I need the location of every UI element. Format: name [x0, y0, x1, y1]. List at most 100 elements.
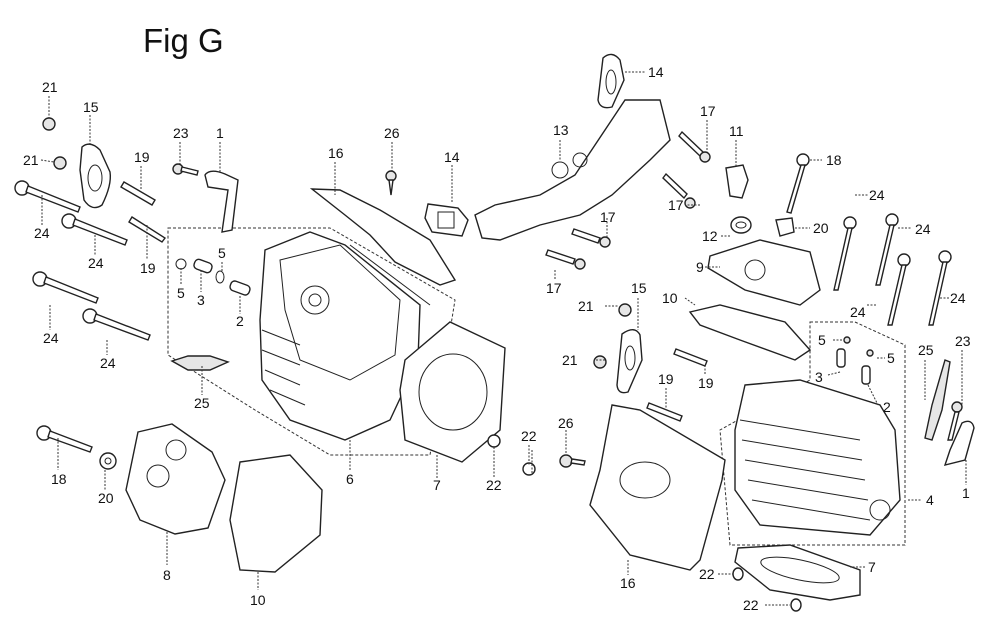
insulator-gasket-15[interactable] [79, 143, 112, 209]
bolt-24-right-c[interactable] [887, 253, 911, 326]
callout-21: 21 [562, 352, 578, 368]
callout-24: 24 [869, 187, 885, 203]
clip-5[interactable] [175, 258, 187, 270]
pin-2[interactable] [229, 280, 251, 296]
callout-17: 17 [546, 280, 562, 296]
callout-16: 16 [328, 145, 344, 161]
nut-21[interactable] [42, 117, 56, 131]
callout-22: 22 [521, 428, 537, 444]
washer-20-right[interactable] [775, 217, 795, 237]
spark-plug-25-right[interactable] [924, 359, 951, 441]
callout-21: 21 [42, 79, 58, 95]
bolt-24b[interactable] [61, 213, 128, 246]
bracket-1[interactable] [204, 170, 239, 233]
callout-5: 5 [818, 332, 826, 348]
clip-5b[interactable] [215, 270, 225, 284]
dowel-22-right-c[interactable] [790, 598, 802, 612]
leader-lines [40, 71, 967, 606]
bolt-26[interactable] [385, 170, 397, 196]
callout-13: 13 [553, 122, 569, 138]
bracket-1-right[interactable] [943, 420, 975, 466]
callout-15: 15 [83, 99, 99, 115]
callout-26: 26 [558, 415, 574, 431]
bolt-17d[interactable] [545, 249, 586, 270]
callout-5: 5 [177, 285, 185, 301]
callout-20: 20 [813, 220, 829, 236]
head-gasket-7-right[interactable] [734, 544, 861, 601]
bolt-18[interactable] [36, 425, 93, 453]
callout-14: 14 [648, 64, 664, 80]
clip-5-right[interactable] [843, 336, 851, 344]
callout-15: 15 [631, 280, 647, 296]
callout-25: 25 [194, 395, 210, 411]
gasket-14-right[interactable] [597, 53, 625, 109]
callout-25: 25 [918, 342, 934, 358]
oil-filler-cap-11[interactable] [725, 164, 749, 199]
insulator-gasket-15-right[interactable] [616, 329, 643, 394]
bolt-26-right[interactable] [559, 454, 586, 468]
dowel-22[interactable] [487, 434, 501, 448]
bolt-23-right[interactable] [947, 401, 963, 441]
cover-gasket-10-right[interactable] [688, 304, 812, 361]
nut-21-right-b[interactable] [593, 355, 607, 369]
callout-22: 22 [699, 566, 715, 582]
callout-23: 23 [173, 125, 189, 141]
callout-18: 18 [51, 471, 67, 487]
bolt-24-right[interactable] [833, 216, 857, 291]
head-cover-9[interactable] [707, 239, 821, 306]
cylinder-head-6[interactable] [259, 231, 431, 441]
stud-19-right-b[interactable] [646, 402, 683, 422]
intake-manifold-13[interactable] [474, 99, 671, 241]
bolt-24c[interactable] [32, 271, 99, 304]
stud-19[interactable] [120, 181, 156, 206]
callout-24: 24 [950, 290, 966, 306]
head-gasket-7[interactable] [399, 321, 506, 463]
bolt-23[interactable] [172, 163, 199, 176]
nut-21b[interactable] [53, 156, 67, 170]
bolt-24d[interactable] [82, 308, 151, 341]
callout-23: 23 [955, 333, 971, 349]
o-ring-12[interactable] [730, 216, 752, 234]
bolt-24-right-b[interactable] [875, 213, 899, 286]
nut-21-right[interactable] [618, 303, 632, 317]
stud-19-right[interactable] [673, 348, 708, 367]
callout-2: 2 [236, 313, 244, 329]
figure-title: Fig G [143, 22, 224, 59]
spark-plug-25[interactable] [170, 355, 230, 371]
pin-3[interactable] [193, 258, 213, 274]
washer-20[interactable] [99, 452, 117, 470]
shroud-16[interactable] [309, 188, 457, 286]
callout-21: 21 [578, 298, 594, 314]
callout-18: 18 [826, 152, 842, 168]
dowel-22-right[interactable] [522, 462, 536, 476]
pin-2-right[interactable] [861, 365, 871, 385]
callout-24: 24 [34, 225, 50, 241]
shroud-16-right[interactable] [589, 404, 726, 571]
callout-12: 12 [702, 228, 718, 244]
callout-3: 3 [815, 369, 823, 385]
callout-4: 4 [926, 492, 934, 508]
cylinder-head-4[interactable] [734, 379, 901, 536]
pin-3-right[interactable] [836, 348, 846, 368]
cover-gasket-10[interactable] [229, 454, 323, 573]
head-cover-8[interactable] [125, 423, 226, 535]
bolt-17[interactable] [678, 130, 711, 163]
bolt-18-right[interactable] [786, 153, 810, 214]
clip-5-right-b[interactable] [866, 349, 874, 357]
callout-11: 11 [729, 123, 744, 139]
bolt-17c[interactable] [571, 228, 611, 248]
callout-8: 8 [163, 567, 171, 583]
callout-2: 2 [883, 399, 891, 415]
callout-1: 1 [962, 485, 970, 501]
dowel-22-right-b[interactable] [732, 567, 744, 581]
callout-24: 24 [915, 221, 931, 237]
bolt-24-right-d[interactable] [928, 250, 952, 326]
callout-14: 14 [444, 149, 460, 165]
callout-5: 5 [218, 245, 226, 261]
callout-24: 24 [850, 304, 866, 320]
bolt-24[interactable] [14, 180, 81, 213]
gasket-14[interactable] [424, 203, 469, 237]
callout-17: 17 [668, 197, 684, 213]
callout-19: 19 [658, 371, 674, 387]
